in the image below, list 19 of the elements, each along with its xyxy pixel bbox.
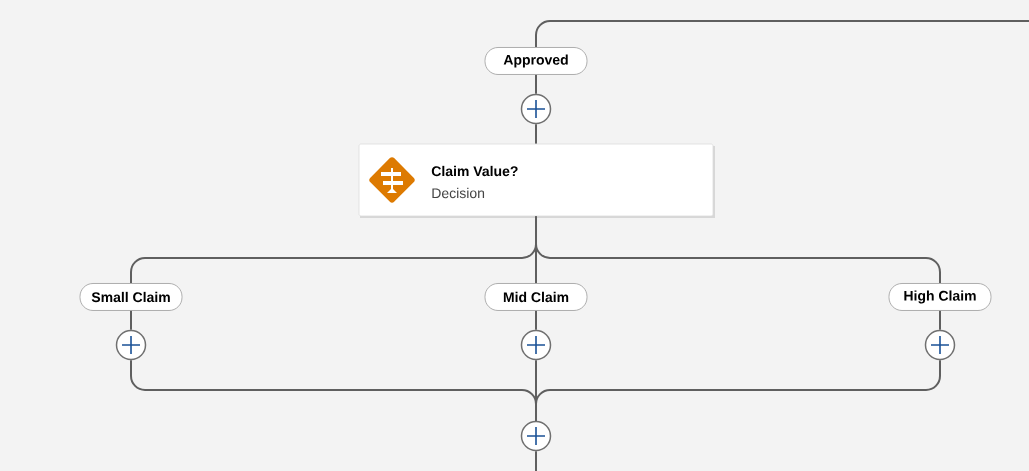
add-button [115, 329, 147, 361]
connector-line [939, 309, 941, 331]
decision-card: Claim Value? Decision [358, 143, 715, 218]
add-button [520, 93, 552, 125]
connector-line [535, 309, 537, 331]
connector-line [535, 215, 941, 285]
connector-line [535, 450, 537, 471]
outcome-pill: High Claim [888, 283, 992, 311]
add-button [520, 329, 552, 361]
outcome-pill: Approved [484, 47, 588, 75]
connector-line [535, 73, 537, 95]
connector-line [535, 359, 941, 422]
outcome-pill: Mid Claim [484, 283, 588, 311]
connector-line [535, 123, 537, 145]
add-button [924, 329, 956, 361]
connector-line [535, 20, 1029, 49]
outcome-pill: Small Claim [79, 283, 183, 311]
add-button [520, 420, 552, 452]
connector-line [130, 309, 132, 331]
